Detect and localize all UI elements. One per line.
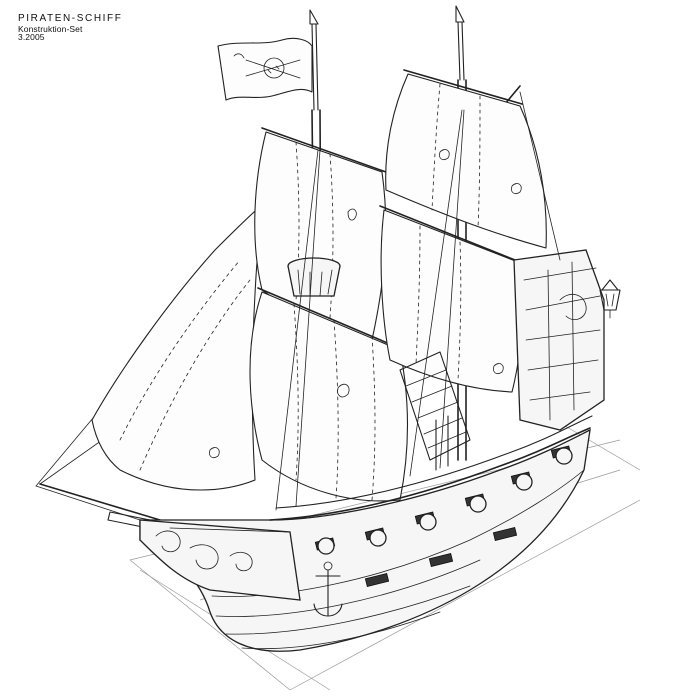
- jolly-roger-flag-icon: [217, 37, 313, 101]
- sketch-date: 3.2005: [18, 32, 45, 43]
- main-topsail: [385, 73, 547, 249]
- lantern-icon: [599, 279, 621, 319]
- fore-yard-course: [257, 287, 405, 351]
- fore-yard-top: [261, 127, 387, 173]
- main-yard-top: [403, 69, 523, 105]
- shrouds-rigging: [275, 91, 561, 511]
- sketch-subtitle: Konstruktion-Set: [18, 23, 83, 34]
- crows-nest-icon: [287, 257, 341, 297]
- anchor-icon: [313, 561, 343, 617]
- main-yard-course: [379, 205, 521, 263]
- stern-castle: [513, 249, 605, 431]
- bow-carving: [139, 519, 301, 601]
- bowsprit: [39, 483, 161, 521]
- fore-course-sail: [249, 291, 409, 502]
- jib-sail: [91, 204, 263, 491]
- sketch-title: PIRATEN-SCHIFF: [18, 13, 123, 24]
- sketch-caption: PIRATEN-SCHIFF Konstruktion-Set 3.2005: [18, 13, 123, 43]
- deck-rail: [269, 427, 591, 521]
- cannon-icon: [314, 445, 573, 588]
